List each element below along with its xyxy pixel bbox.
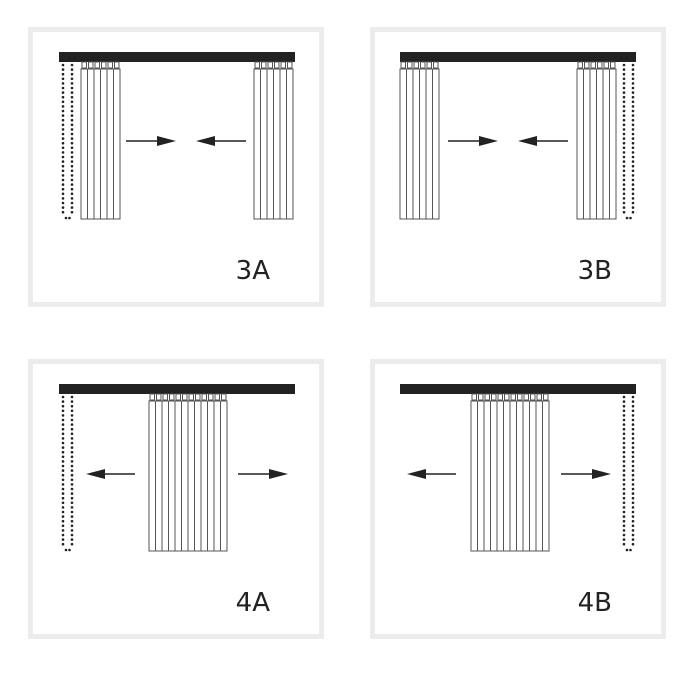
slat-stack-right: [576, 61, 617, 220]
headrail: [59, 52, 295, 62]
panel-label: 3A: [235, 256, 270, 286]
arrow-left-icon: [196, 136, 246, 146]
arrow-right-icon: [238, 469, 288, 479]
pull-cord-icon: [61, 63, 74, 220]
panel-4a: 4A: [28, 359, 324, 639]
headrail: [59, 384, 295, 394]
arrow-right-icon: [561, 469, 611, 479]
arrow-right-icon: [126, 136, 176, 146]
slat-stack-left: [80, 61, 121, 220]
headrail: [400, 384, 636, 394]
arrow-left-icon: [518, 136, 568, 146]
arrow-left-icon: [407, 469, 456, 479]
panel-3a: 3A: [28, 27, 324, 307]
panel-3b: 3B: [370, 27, 666, 307]
blind-diagram-3a: [59, 52, 295, 220]
panel-4b: 4B: [370, 359, 666, 639]
headrail: [400, 52, 636, 62]
panel-label: 4B: [577, 588, 612, 618]
pull-cord-icon: [622, 63, 635, 220]
pull-cord-icon: [61, 395, 74, 552]
panel-label: 4A: [235, 588, 270, 618]
panel-label: 3B: [577, 256, 612, 286]
blind-diagram-4b: [400, 384, 636, 552]
arrow-right-icon: [448, 136, 498, 146]
pull-cord-icon: [622, 395, 635, 552]
blind-diagram-4a: [59, 384, 295, 552]
arrow-left-icon: [86, 469, 135, 479]
slat-stack-center: [470, 393, 550, 552]
slat-stack-right: [253, 61, 294, 220]
blind-diagram-3b: [399, 52, 636, 220]
slat-stack-left: [399, 61, 440, 220]
slat-stack-center: [148, 393, 228, 552]
